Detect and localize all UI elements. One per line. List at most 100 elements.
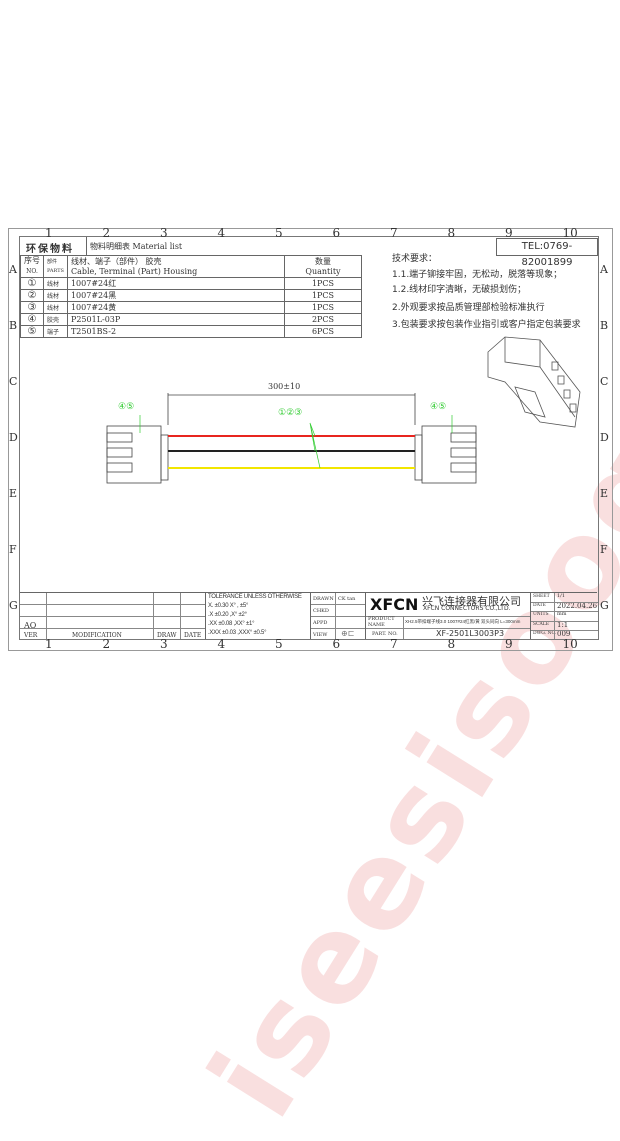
row-label-right: C [600,375,609,388]
callout-wires: ①②③ [278,408,303,418]
callout-right: ④⑤ [430,402,447,412]
approval-block: DRAWN CK tan CHKD APPD VIEW ⊕⊏ [310,593,366,639]
xfcn-logo: XFCN [370,595,419,614]
bom-cell-qty: 2PCS [284,313,362,326]
row-label-left: C [9,375,18,388]
row-label-right: F [600,543,608,556]
h-parts-en: PARTS [47,267,64,274]
sheet-field-value: 1/1 [557,593,566,599]
h-desc: 线材、端子（部件） 胶壳 [70,256,162,266]
sheet-field-label: DWG. NO. [533,630,557,636]
divider [86,237,87,255]
sheet-field-label: SHEET [533,594,550,599]
column-label-bottom: 2 [102,637,111,651]
column-label-bottom: 1 [45,637,53,651]
drawing-border [19,236,599,640]
sheet-field-label: DATE [533,603,546,609]
sheet-field-label: UNITS [533,612,549,618]
row-label-left: G [9,599,18,612]
bom-cell-qty: 1PCS [284,277,362,290]
h-desc-en: Cable, Terminal (Part) Housing [70,266,198,276]
h-no: 序号 [24,256,40,265]
list-title: 物料明细表 Material list [90,242,183,251]
technical-requirements: 技术要求： 1.1.端子铆接牢固，无松动，脱落等现象；1.2.线材印字清晰，无破… [392,252,581,334]
divider [531,629,598,631]
chkd-label: CHKD [313,608,329,614]
bom-cell-desc: 1007#24黑 [66,289,286,302]
requirement-item: 2.外观要求按品质管理部检验标准执行 [392,302,545,313]
column-label-top: 5 [275,226,283,240]
column-label-top: 10 [562,226,578,240]
row-label-right: G [600,599,609,612]
product-name: XH2.5带扣端子线3.0 1007#24红黑/黄 双头同向 L=300mm [405,619,521,624]
row-label-right: D [600,431,609,444]
tolerance-line: .X ±0.20 ,X° ±2° [208,612,247,618]
appd-label: APPD [313,620,328,626]
column-label-bottom: 6 [332,637,341,651]
row-label-left: E [9,487,18,500]
divider [531,602,598,604]
company-name-cn: 兴飞连接器有限公司 [422,595,521,608]
projection-symbol-icon: ⊕⊏ [341,629,355,638]
callout-left: ④⑤ [118,402,135,412]
column-label-bottom: 8 [447,637,456,651]
revision-block: AO VER MODIFICATION DRAW DATE [20,593,205,639]
title-block: AO VER MODIFICATION DRAW DATE TOLERANCE … [20,592,598,639]
bom-cell-no: ③ [20,301,44,314]
right-connector [414,425,477,484]
requirements-title: 技术要求： [392,254,438,264]
bom-title-bar: 环保物料 物料明细表 Material list [20,237,362,256]
bom-cell-part: 线材 [43,289,68,302]
column-label-bottom: 4 [217,637,226,651]
bom-cell-qty: 6PCS [284,325,362,338]
length-dimension: 300±10 [268,382,301,391]
divider [531,620,598,622]
h-parts: 部件 [47,258,58,265]
bom-cell-desc: 1007#24红 [66,277,286,290]
drawn-label: DRAWN [313,596,334,602]
cable-assembly-drawing [106,393,477,484]
column-label-bottom: 7 [390,637,398,651]
bom-cell-no: ④ [20,313,44,326]
pin-slot [563,389,571,399]
product-name-label: PRODUCT NAME [368,616,395,628]
sheet-field-value: 2022.04.26 [557,602,598,611]
part-no: XF-2501L3003P3 [436,629,505,638]
view-label: VIEW [313,632,328,638]
column-label-top: 7 [390,226,398,240]
row-label-right: E [600,487,609,500]
row-label-left: D [9,431,18,444]
version-value: AO [24,621,37,630]
bom-cell-qty: 1PCS [284,301,362,314]
bom-cell-desc: T2501BS-2 [66,325,286,338]
sheet-field-value: 1:1 [557,620,569,629]
column-label-top: 6 [332,226,341,240]
column-label-top: 9 [505,226,513,240]
row-label-right: B [600,319,609,332]
row-label-left: F [9,543,17,556]
housing-3d-view [487,336,581,428]
column-label-top: 4 [217,226,226,240]
bom-cell-qty: 1PCS [284,289,362,302]
sheet-field-value: mm [557,611,567,618]
tolerance-line: X. ±0.30 X° , ±5° [208,603,249,609]
requirement-item: 1.2.线材印字清晰，无破损划伤； [392,285,527,295]
leader-lines [139,415,453,469]
bom-cell-part: 胶壳 [43,313,68,326]
left-connector [106,425,169,484]
column-label-top: 8 [447,226,456,240]
column-label-top: 1 [45,226,53,240]
h-qty-en: Quantity [305,266,341,276]
drawn-by: CK tan [338,596,356,602]
bom-cell-desc: 1007#24黄 [66,301,286,314]
bom-cell-desc: P2501L-03P [66,313,286,326]
column-label-top: 2 [102,226,111,240]
pin-slot [551,361,559,371]
